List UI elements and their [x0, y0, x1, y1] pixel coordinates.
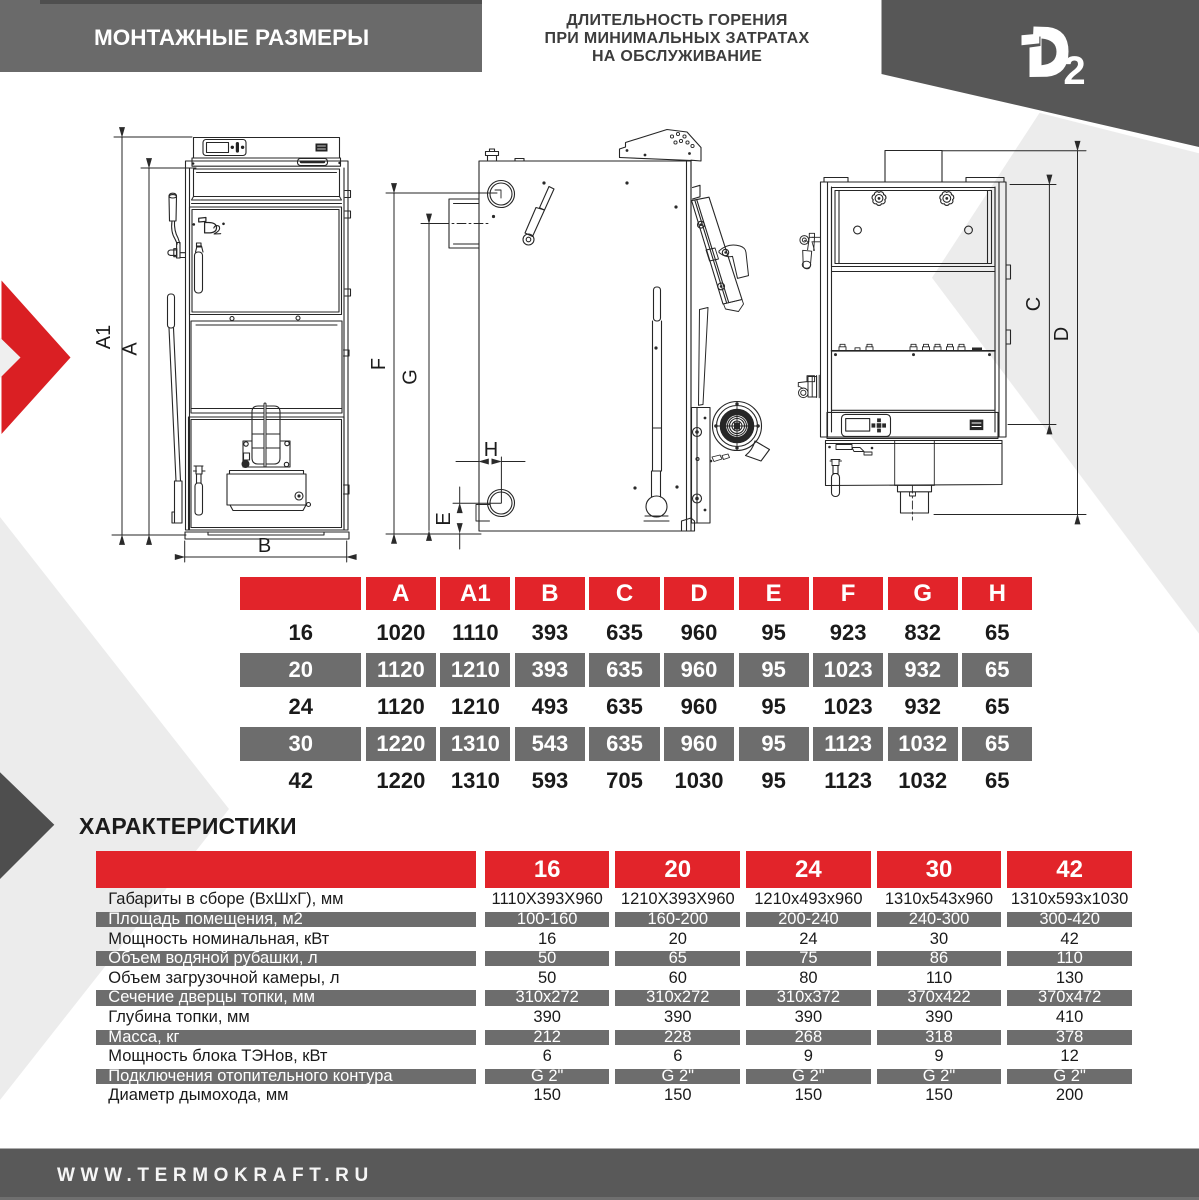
svg-text:E: E: [433, 512, 455, 525]
svg-text:G: G: [400, 369, 422, 385]
svg-text:A: A: [120, 342, 142, 356]
svg-text:D: D: [1051, 327, 1073, 341]
svg-text:C: C: [1023, 297, 1045, 311]
svg-text:F: F: [368, 358, 390, 370]
svg-text:A1: A1: [93, 325, 115, 349]
svg-text:2: 2: [1063, 49, 1085, 93]
svg-text:B: B: [258, 535, 271, 557]
svg-text:H: H: [484, 439, 498, 461]
